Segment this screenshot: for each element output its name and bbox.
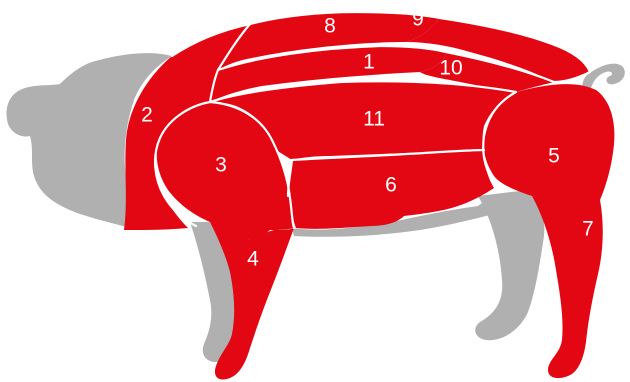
cut-label-9: 9 bbox=[412, 8, 424, 31]
cut-label-11: 11 bbox=[363, 108, 385, 131]
cut-label-4: 4 bbox=[247, 248, 259, 271]
cut-label-7: 7 bbox=[582, 218, 594, 241]
cut-label-6: 6 bbox=[385, 174, 397, 197]
cut-label-1: 1 bbox=[363, 51, 375, 74]
cut-label-10: 10 bbox=[439, 57, 462, 80]
cut-label-3: 3 bbox=[215, 154, 227, 177]
cut-label-2: 2 bbox=[141, 104, 153, 127]
cut-label-8: 8 bbox=[324, 15, 336, 38]
cut-label-5: 5 bbox=[548, 145, 560, 168]
